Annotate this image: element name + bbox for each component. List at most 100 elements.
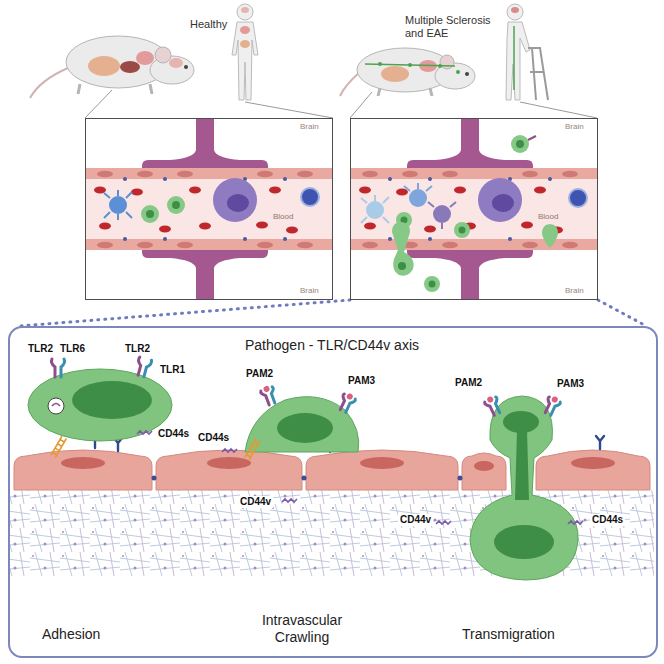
crawling-cell xyxy=(222,449,237,452)
endothelial-layer xyxy=(207,457,251,469)
ms-mouse xyxy=(440,55,454,69)
ligand-label: PAM2 xyxy=(455,377,482,389)
endothelial-layer xyxy=(152,476,463,481)
endothelial-layer xyxy=(360,457,404,469)
ms-leukocytes xyxy=(404,183,432,191)
ms-mouse xyxy=(378,62,460,74)
ms-leukocytes xyxy=(424,276,440,292)
step-caption: Intravascular Crawling xyxy=(247,612,357,646)
healthy-leukocytes xyxy=(167,196,185,214)
ms-mouse xyxy=(408,63,412,67)
receptor-label: CD44s xyxy=(590,514,625,526)
adhesion-cell xyxy=(28,369,172,441)
healthy-human xyxy=(240,26,250,34)
ms-leukocytes xyxy=(366,201,384,219)
condition-label: Healthy xyxy=(190,18,227,31)
transmigrating-cell xyxy=(542,394,562,417)
ms-leukocytes xyxy=(398,262,406,270)
adhesion-cell xyxy=(51,436,66,458)
ms-leukocytes xyxy=(433,205,451,223)
ms-leukocytes xyxy=(361,135,587,292)
crawling-cell xyxy=(282,499,297,502)
zoom-panel: Pathogen - TLR/CD44v axisAdhesion Intrava… xyxy=(8,326,658,658)
adhesion-cell xyxy=(28,357,172,458)
ms-human-walker xyxy=(528,48,548,100)
healthy-leukocytes xyxy=(227,194,249,212)
zoom-connector xyxy=(20,300,350,326)
zoom-lines xyxy=(85,90,597,118)
ms-leukocytes xyxy=(569,189,587,207)
endothelial-layer xyxy=(462,453,506,490)
vessel-panel: BrainBloodBrain xyxy=(85,118,333,300)
ms-mouse xyxy=(340,72,360,96)
ms-leukocytes xyxy=(428,202,456,229)
ligand-label: PAM3 xyxy=(348,375,375,387)
ms-leukocytes xyxy=(511,135,529,153)
region-label: Brain xyxy=(300,286,319,296)
healthy-leukocytes xyxy=(104,178,319,223)
healthy-leukocytes xyxy=(104,190,132,220)
adhesion-cell xyxy=(48,398,64,414)
healthy-leukocytes xyxy=(213,178,257,222)
region-label: Blood xyxy=(538,212,558,222)
receptor-label: TLR2 xyxy=(125,343,150,355)
ms-leukocytes xyxy=(392,222,414,276)
healthy-mouse xyxy=(30,68,68,98)
ligand-label: PAM3 xyxy=(557,378,584,390)
adhesion-cell xyxy=(135,357,152,378)
endothelial-layer xyxy=(152,476,157,481)
ligand-label: PAM2 xyxy=(246,368,273,380)
receptor-label: TLR6 xyxy=(60,343,85,355)
ms-human-walker xyxy=(506,4,548,100)
transmigrating-cell xyxy=(436,521,451,524)
step-caption: Adhesion xyxy=(42,626,100,643)
healthy-vessel xyxy=(86,119,332,299)
healthy-mouse xyxy=(88,56,120,76)
ms-mouse xyxy=(465,72,469,76)
zoom-connector xyxy=(598,300,646,326)
ms-mouse xyxy=(438,64,442,68)
ms-human-walker xyxy=(506,22,530,100)
healthy-leukocytes xyxy=(141,205,159,223)
region-label: Brain xyxy=(565,286,584,296)
crawling-cell xyxy=(277,413,333,443)
ms-leukocytes xyxy=(454,222,470,238)
crawling-cell xyxy=(245,438,260,460)
adhesion-cell xyxy=(52,404,60,407)
ms-mouse xyxy=(340,48,475,96)
zoom-lines xyxy=(85,90,597,118)
panel-title: Pathogen - TLR/CD44v axis xyxy=(10,337,654,354)
ms-leukocytes xyxy=(478,178,522,222)
ms-human-walker xyxy=(513,26,515,90)
ms-vessel xyxy=(351,119,597,299)
endothelial-layer xyxy=(306,450,458,490)
transmigrating-cell xyxy=(568,521,583,524)
endothelial-layer xyxy=(596,436,604,449)
healthy-human xyxy=(241,7,249,13)
endothelial-layer xyxy=(536,450,650,490)
ms-leukocytes xyxy=(542,224,558,248)
healthy-leukocytes xyxy=(172,201,180,209)
healthy-mouse xyxy=(155,47,171,63)
transmigrating-cell xyxy=(503,411,539,433)
ms-leukocytes xyxy=(492,194,514,212)
ms-leukocytes xyxy=(409,189,427,207)
receptor-label: CD44v xyxy=(238,496,273,508)
region-label: Brain xyxy=(300,122,319,132)
transmigrating-cell xyxy=(494,525,554,559)
condition-label: Multiple Sclerosis and EAE xyxy=(405,14,505,40)
healthy-human xyxy=(232,4,258,100)
receptor-label: CD44s xyxy=(158,428,189,440)
ms-leukocytes xyxy=(361,195,389,223)
adhesion-cell xyxy=(51,359,64,377)
transmigrating-cell xyxy=(436,394,583,580)
receptor-label: CD44s xyxy=(198,432,229,444)
healthy-mouse xyxy=(78,84,152,94)
endothelial-layer xyxy=(458,476,463,481)
receptor-label: CD44v xyxy=(398,514,433,526)
healthy-human xyxy=(232,22,258,100)
healthy-mouse xyxy=(184,65,188,69)
